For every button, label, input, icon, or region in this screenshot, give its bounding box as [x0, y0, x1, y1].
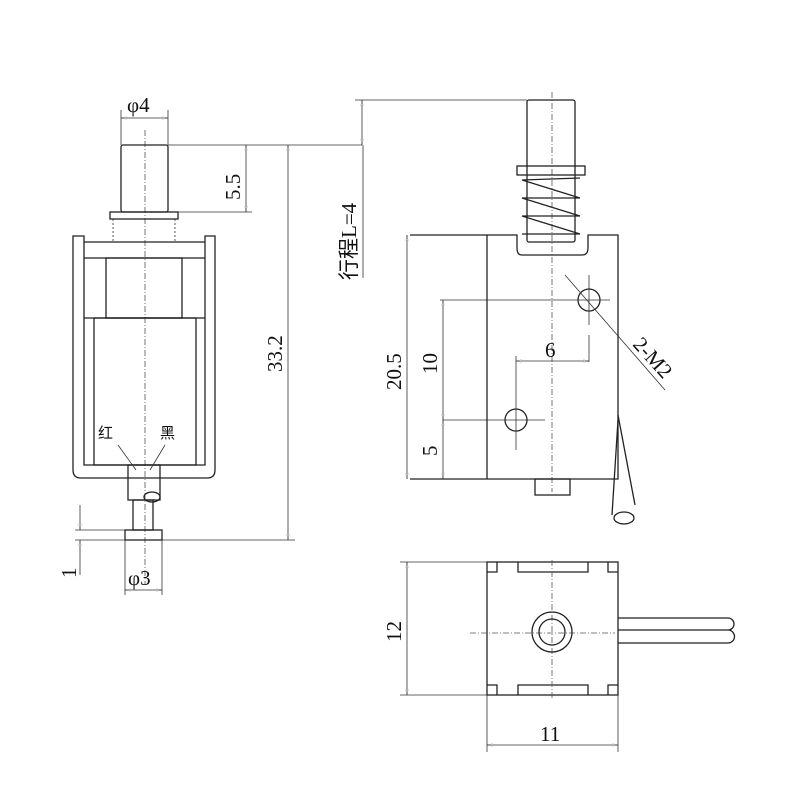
black-wire-leader — [149, 444, 166, 471]
hole-offset-label: 5 — [418, 446, 442, 457]
mounting-holes-leader — [564, 274, 666, 391]
bottom-flange — [124, 529, 163, 541]
shaft-diameter-label: φ3 — [128, 566, 151, 590]
spring — [521, 177, 581, 235]
width-label: 11 — [540, 722, 560, 746]
lead-wires — [618, 617, 736, 644]
wire-end — [143, 491, 161, 503]
hole-spacing-horizontal-label: 6 — [545, 338, 556, 362]
stroke-label: 行程L=4 — [337, 202, 361, 280]
corner-notches — [487, 562, 618, 695]
wire-exit — [127, 464, 161, 501]
height-label: 20.5 — [382, 353, 406, 390]
depth-label: 12 — [382, 621, 406, 642]
pole-block — [105, 257, 183, 319]
plunger-collar-front — [516, 165, 586, 176]
front-view: 2-M2 20.5 10 5 6 — [382, 92, 677, 525]
wire-red-label: 红 — [98, 424, 113, 442]
bottom-stud — [534, 478, 571, 496]
plunger-length-label: 5.5 — [221, 174, 245, 200]
frame — [72, 235, 216, 479]
overall-length-label: 33.2 — [263, 335, 287, 372]
lead-wire-end — [613, 511, 635, 525]
body-outline — [410, 234, 619, 480]
plunger-diameter-label: φ4 — [127, 93, 150, 117]
lead-wire — [611, 414, 636, 516]
mounting-holes-label: 2-M2 — [628, 332, 677, 383]
plunger-front — [526, 99, 576, 243]
plunger-bore — [531, 611, 573, 653]
plunger — [120, 144, 169, 213]
bottom-shaft — [132, 499, 154, 531]
plunger-collar — [109, 211, 179, 220]
bottom-view: 12 11 — [382, 560, 736, 752]
wire-black-label: 黑 — [160, 424, 175, 442]
red-wire-leader — [117, 444, 137, 471]
hole-spacing-vertical-label: 10 — [418, 353, 442, 374]
body-bottom — [486, 561, 619, 696]
plunger-bore-inner — [538, 618, 566, 646]
flange-thickness-label: 1 — [57, 568, 81, 579]
side-view: 红 黑 φ4 5.5 33.2 行程L=4 1 φ3 — [57, 93, 527, 595]
